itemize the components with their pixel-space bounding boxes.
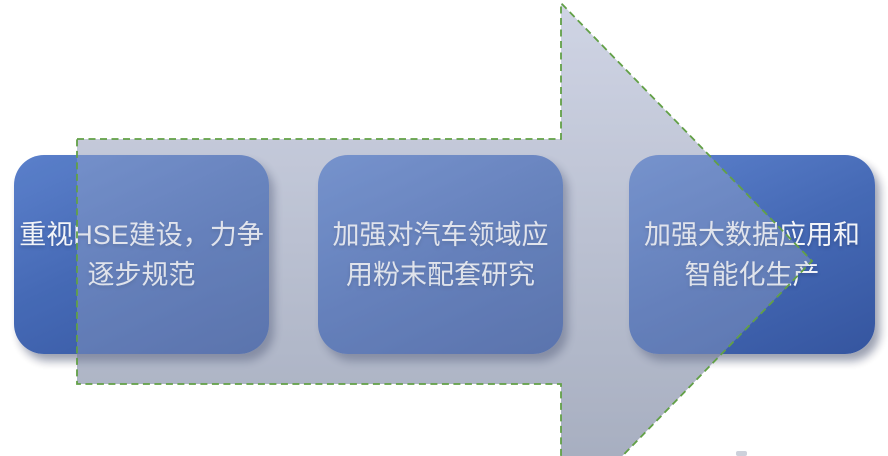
step-box-automotive: 加强对汽车领域应 用粉末配套研究: [318, 155, 563, 354]
stray-mark: [736, 451, 747, 456]
step-box-hse: 重视HSE建设，力争 逐步规范: [14, 155, 269, 354]
step-box-bigdata-line1: 加强大数据应用和: [644, 219, 860, 250]
step-box-automotive-line1: 加强对汽车领域应: [332, 219, 549, 250]
step-box-hse-line1: 重视HSE建设，力争: [19, 219, 264, 250]
step-box-bigdata: 加强大数据应用和 智能化生产: [629, 155, 875, 354]
step-box-hse-line2: 逐步规范: [87, 259, 196, 290]
step-box-automotive-line2: 用粉末配套研究: [346, 259, 535, 290]
step-box-bigdata-line2: 智能化生产: [684, 259, 820, 290]
